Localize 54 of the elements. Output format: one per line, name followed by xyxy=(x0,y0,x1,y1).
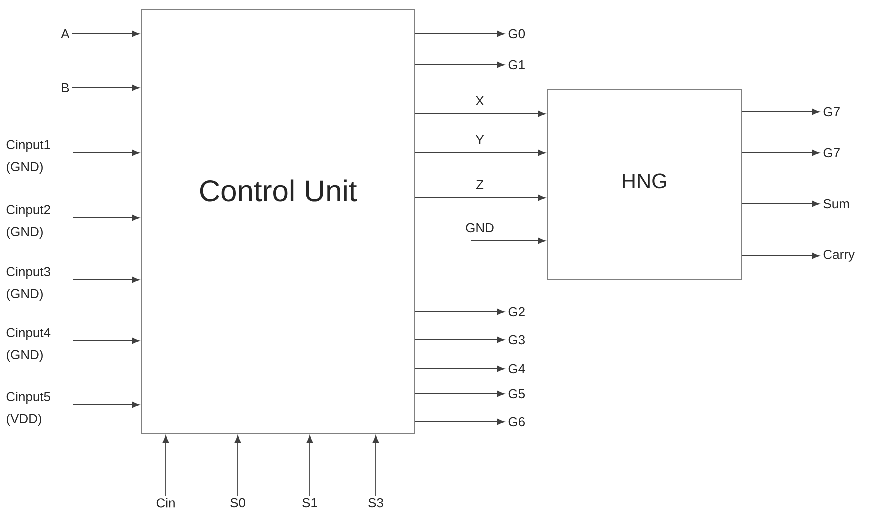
arrow xyxy=(162,436,170,496)
signal-label: G7 xyxy=(824,148,840,158)
signal-label: Cinput3 (GND) xyxy=(6,266,50,302)
edge-label: X xyxy=(474,96,486,106)
signal-label: S3 xyxy=(368,498,384,508)
arrow xyxy=(414,62,505,68)
signal-label: A xyxy=(61,30,70,38)
arrow xyxy=(234,436,242,497)
arrow xyxy=(414,110,546,118)
signal-label: G5 xyxy=(508,389,525,399)
arrow xyxy=(372,436,380,497)
arrow xyxy=(72,84,140,92)
arrow xyxy=(72,30,140,38)
arrow xyxy=(306,436,314,497)
arrow xyxy=(414,336,505,344)
arrow xyxy=(414,308,505,316)
signal-label: G2 xyxy=(508,307,525,317)
signal-label: Cinput2 (GND) xyxy=(6,204,50,240)
arrow xyxy=(72,150,140,156)
arrow xyxy=(742,252,820,260)
arrow xyxy=(742,150,820,156)
arrow xyxy=(470,238,546,244)
signal-label: Cin xyxy=(156,498,175,508)
arrow xyxy=(414,366,505,372)
signal-label: Cinput5 (VDD) xyxy=(6,392,50,426)
arrow xyxy=(72,214,140,222)
control-unit-box: Control Unit xyxy=(141,9,416,434)
arrow xyxy=(414,194,546,202)
edge-label: Y xyxy=(474,134,486,146)
arrow xyxy=(414,150,546,156)
signal-label: G3 xyxy=(508,335,525,345)
arrow xyxy=(72,276,140,284)
signal-label: Sum xyxy=(824,199,850,209)
arrow xyxy=(414,30,505,38)
arrow xyxy=(72,402,140,408)
signal-label: G7 xyxy=(824,107,840,117)
hng-box: HNG xyxy=(547,89,742,280)
edge-label: GND xyxy=(464,222,496,234)
signal-label: B xyxy=(62,84,70,92)
signal-label: Carry xyxy=(824,250,855,262)
signal-label: S0 xyxy=(230,498,246,508)
signal-label: S1 xyxy=(302,498,318,508)
signal-label: G4 xyxy=(508,364,526,374)
edge-label: Z xyxy=(475,180,485,190)
signal-label: Cinput4 (GND) xyxy=(6,328,51,362)
signal-label: G1 xyxy=(508,60,525,70)
arrow xyxy=(742,108,820,116)
signal-label: Cinput1 (GND) xyxy=(6,140,50,174)
signal-label: G6 xyxy=(508,417,525,427)
signal-label: G0 xyxy=(508,29,526,39)
arrow xyxy=(72,338,140,344)
arrow xyxy=(414,418,505,426)
arrow xyxy=(742,200,820,208)
arrow xyxy=(414,390,505,398)
